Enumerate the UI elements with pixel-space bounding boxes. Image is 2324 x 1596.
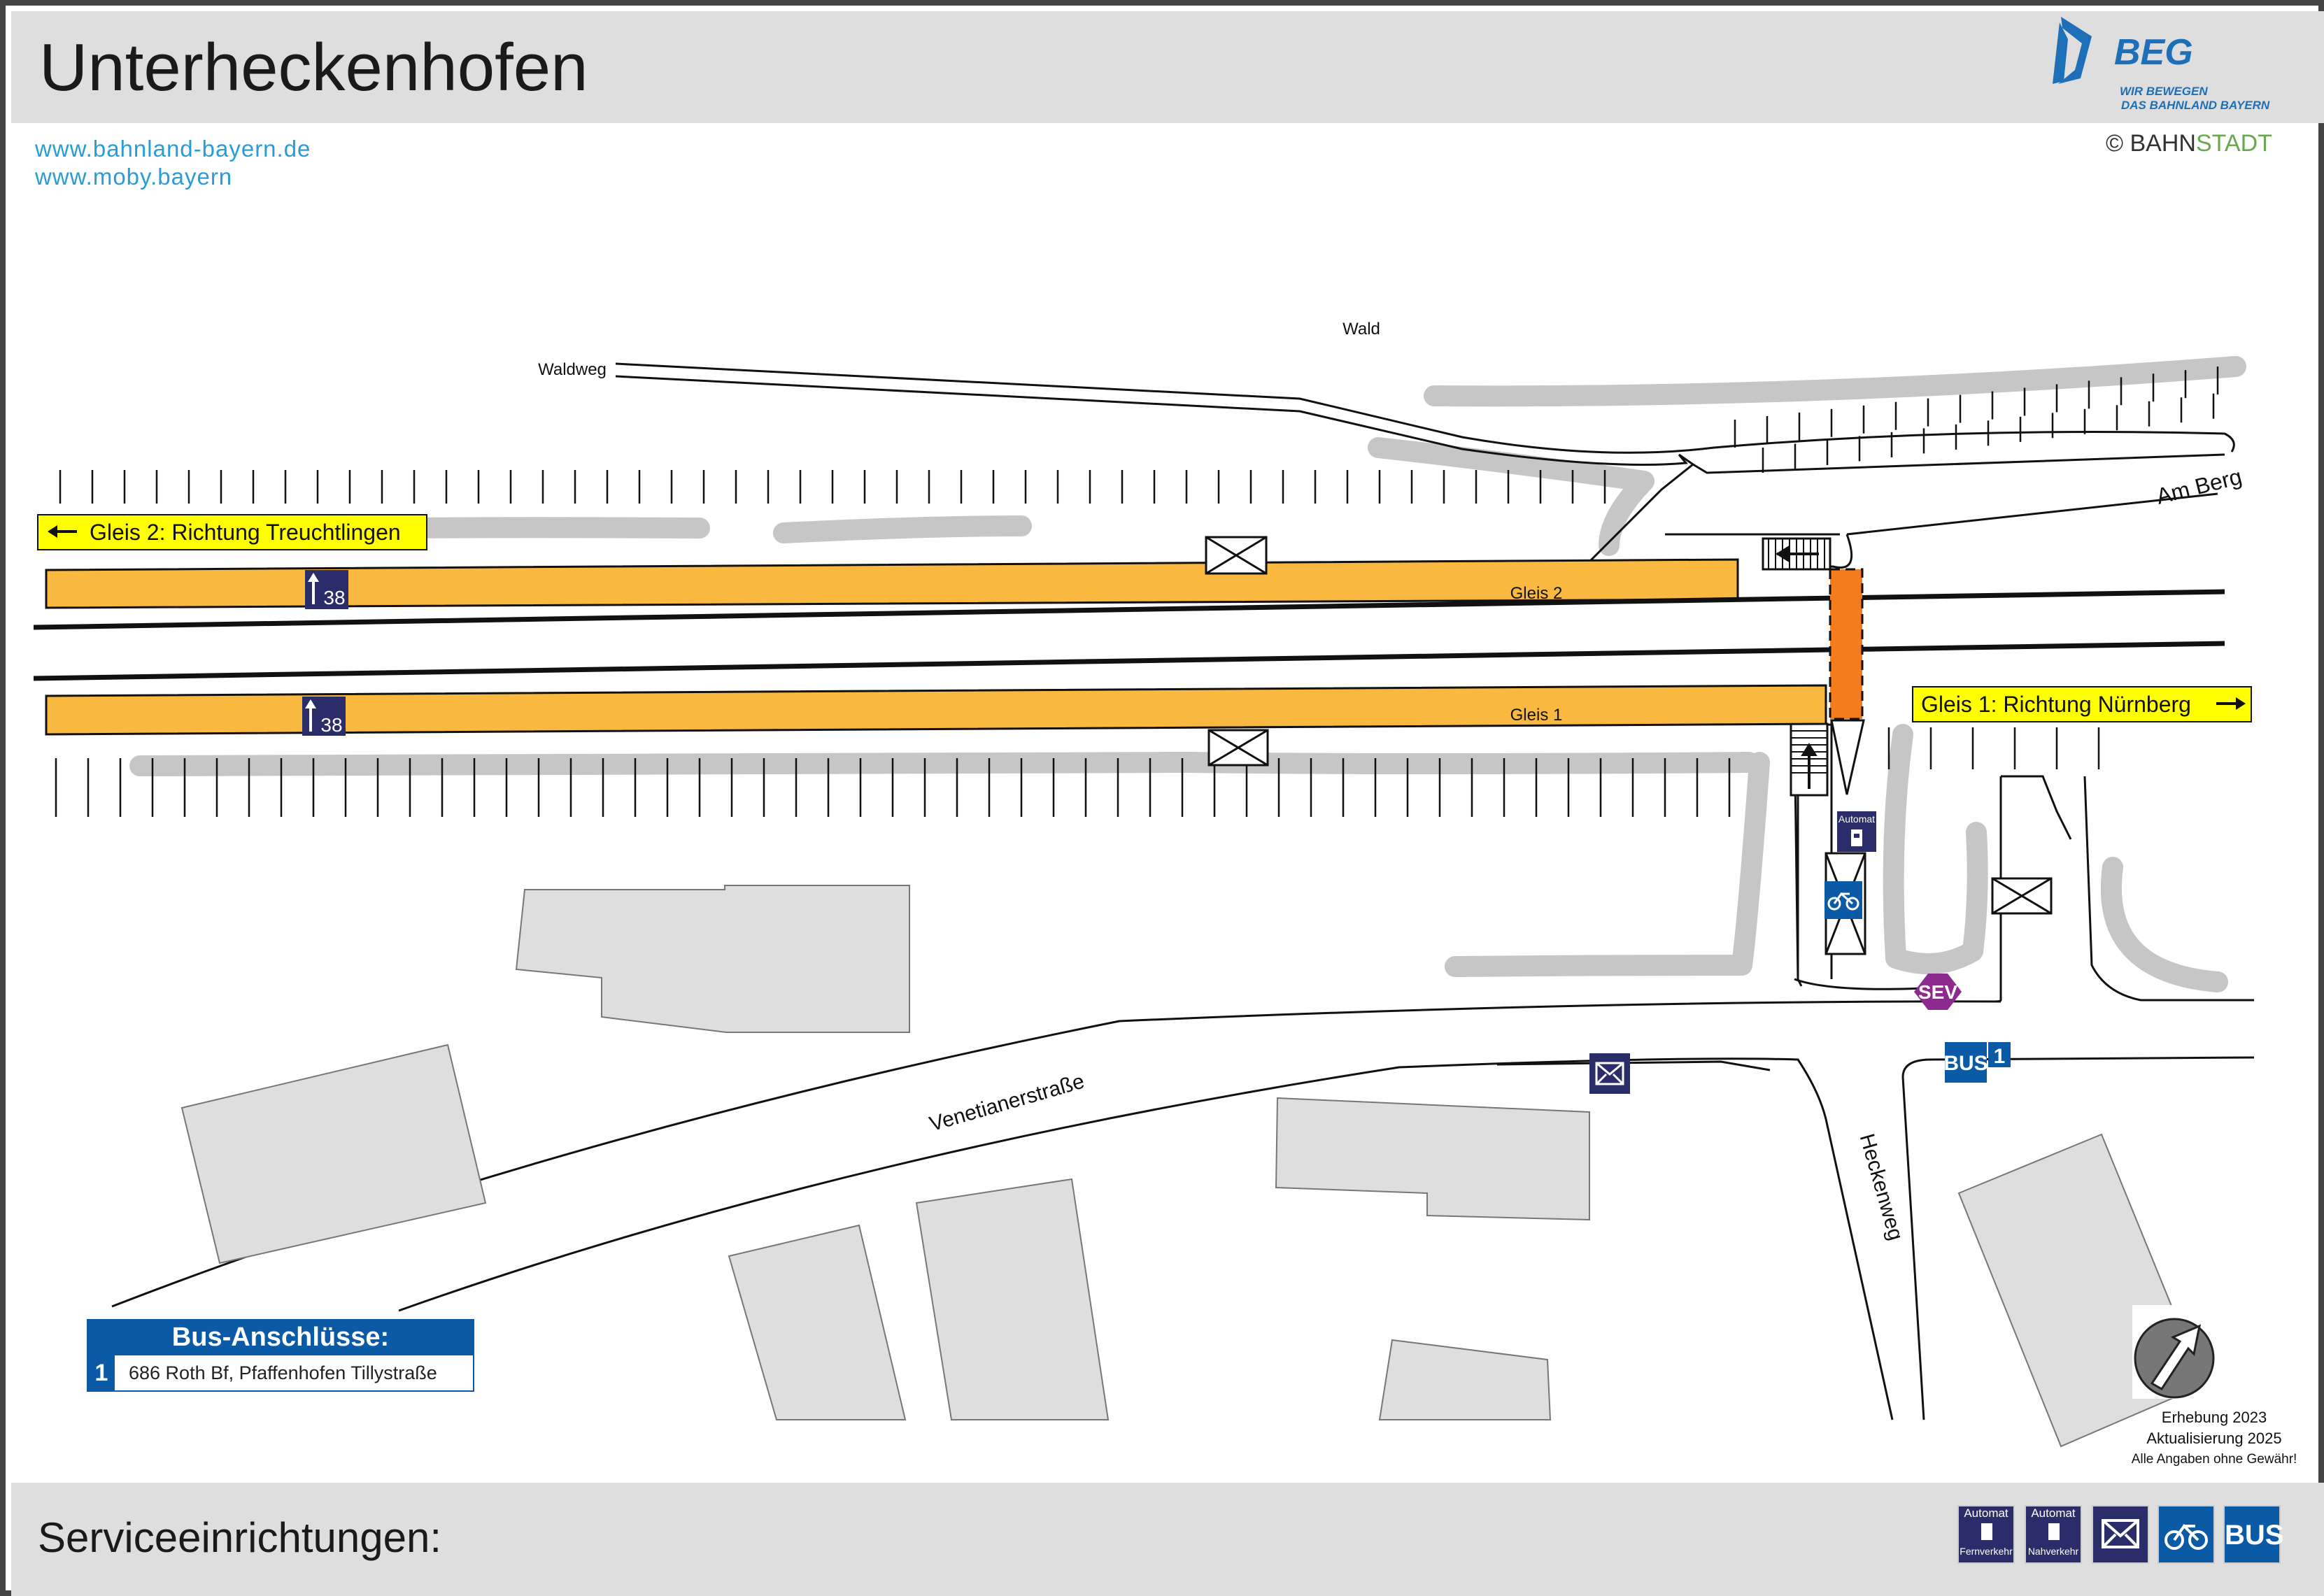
link-moby-bayern[interactable]: www.moby.bayern <box>35 164 233 190</box>
building-3 <box>1275 1097 1590 1221</box>
building-4 <box>728 1224 907 1420</box>
building-6 <box>1378 1339 1552 1420</box>
building-1 <box>515 885 910 1033</box>
ticket-machine-regional-icon: Automat Nahverkehr <box>2025 1505 2082 1564</box>
bus-connection-text: 686 Roth Bf, Pfaffenhofen Tillystraße <box>129 1362 437 1383</box>
sev-icon: SEV <box>1914 974 1962 1010</box>
info-block: Erhebung 2023 Aktualisierung 2025 Alle A… <box>2113 1407 2316 1470</box>
fence-top <box>59 366 2219 504</box>
shelter-gleis-2 <box>1205 536 1268 575</box>
bus-stop-icon[interactable]: BUS 1 <box>1943 1042 2011 1083</box>
link-bahnland-bayern[interactable]: www.bahnland-bayern.de <box>35 136 311 162</box>
bus-connections-panel: Bus-Anschlüsse: 1 686 Roth Bf, Pfaffenho… <box>87 1319 474 1392</box>
service-automat-label: Automat <box>1964 1506 2008 1520</box>
label-wald: Wald <box>1342 320 1380 339</box>
label-am-berg: Am Berg <box>2154 464 2244 509</box>
footer-bar: Serviceeinrichtungen: <box>11 1483 2324 1596</box>
platforms: Gleis 2 Gleis 1 <box>45 558 1827 736</box>
service-automat-label-2: Automat <box>2031 1506 2076 1520</box>
label-waldweg: Waldweg <box>538 360 607 379</box>
height-label-gleis-1: 38 <box>320 714 342 736</box>
platform-gleis-1-label: Gleis 1 <box>1510 706 1563 725</box>
bicycle-parking-service-icon <box>2158 1505 2215 1564</box>
ticket-machine-long-distance-icon: Automat Fernverkehr <box>1957 1505 2015 1564</box>
bus-service-icon: BUS <box>2223 1505 2284 1564</box>
shelter-gleis-1 <box>1207 729 1269 767</box>
building-5 <box>915 1178 1110 1420</box>
disclaimer: Alle Angaben ohne Gewähr! <box>2131 1452 2297 1467</box>
survey-date: Erhebung 2023 <box>2161 1409 2267 1426</box>
beg-tagline-2: DAS BAHNLAND BAYERN <box>2121 99 2270 112</box>
beg-tagline-1: WIR BEWEGEN <box>2120 85 2208 98</box>
bus-service-label: BUS <box>2225 1520 2284 1551</box>
label-venetianerstrasse: Venetianerstraße <box>927 1070 1087 1137</box>
update-date: Aktualisierung 2025 <box>2146 1430 2282 1447</box>
bus-stop-label: BUS <box>1943 1052 1988 1075</box>
service-fernverkehr-label: Fernverkehr <box>1960 1546 2013 1557</box>
ticket-machine-icon: Automat <box>1837 811 1876 852</box>
fence-right <box>1762 393 2215 473</box>
platform-gleis-2-label: Gleis 2 <box>1510 584 1563 603</box>
building-2 <box>180 1043 487 1264</box>
stair-area <box>1762 537 1831 797</box>
bus-connection-number: 1 <box>88 1355 115 1390</box>
underpass <box>1829 568 1864 720</box>
mailbox-service-icon <box>2092 1505 2149 1564</box>
platform-height-gleis-1: 38 <box>302 697 346 736</box>
ticket-machine-label: Automat <box>1838 813 1875 825</box>
bus-connection-row[interactable]: 1 686 Roth Bf, Pfaffenhofen Tillystraße <box>87 1355 474 1392</box>
service-nahverkehr-label: Nahverkehr <box>2027 1546 2079 1557</box>
building-7 <box>1957 1133 2205 1448</box>
beg-logo: BEG WIR BEWEGEN DAS BAHNLAND BAYERN <box>2053 17 2270 112</box>
stairs-gleis2 <box>1768 539 1825 569</box>
services-label: Serviceeinrichtungen: <box>38 1514 442 1561</box>
fence-bottom <box>55 727 2100 817</box>
mailbox-icon <box>1589 1053 1630 1094</box>
direction-sign-gleis-2: Gleis 2: Richtung Treuchtlingen <box>37 514 427 550</box>
header-bar: Unterheckenhofen <box>11 11 2324 123</box>
bahnstadt-copyright: © BAHNSTADT <box>2106 130 2272 157</box>
ticket-glyph <box>1959 1520 2013 1544</box>
direction-text-gleis-1: Gleis 1: Richtung Nürnberg <box>1921 692 2191 717</box>
bus-stop-number: 1 <box>1994 1045 2006 1068</box>
bicycle-parking-icon <box>1825 881 1862 919</box>
compass-icon <box>2132 1305 2216 1399</box>
height-label-gleis-2: 38 <box>323 587 345 608</box>
platform-gleis-2 <box>45 558 1739 609</box>
ticket-glyph-2 <box>2026 1520 2081 1544</box>
shelter-east <box>1991 877 2053 915</box>
label-heckenweg: Heckenweg <box>1855 1131 1908 1243</box>
sev-label: SEV <box>1918 981 1957 1003</box>
direction-text-gleis-2: Gleis 2: Richtung Treuchtlingen <box>90 520 401 545</box>
stairs-gleis1 <box>1791 730 1827 789</box>
direction-sign-gleis-1: Gleis 1: Richtung Nürnberg <box>1912 686 2252 722</box>
bus-connections-title: Bus-Anschlüsse: <box>87 1319 474 1355</box>
station-title: Unterheckenhofen <box>39 30 588 105</box>
platform-height-gleis-2: 38 <box>305 570 348 609</box>
beg-name: BEG <box>2114 32 2193 73</box>
platform-gleis-1 <box>45 684 1827 736</box>
